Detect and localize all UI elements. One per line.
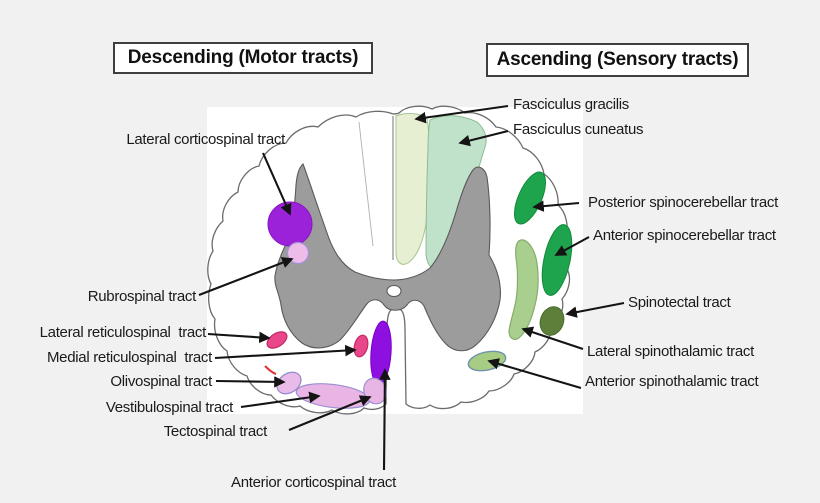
arrow-lateral-spinothalamic <box>521 326 584 350</box>
label-tectospinal-tract: Tectospinal tract <box>163 423 268 440</box>
label-lateral-reticulospinal-tract: Lateral reticulospinal tract <box>39 324 207 341</box>
gray-matter-region <box>274 163 501 352</box>
arrow-anterior-spinothalamic <box>487 358 582 390</box>
ascending-sensory-title: Ascending (Sensory tracts) <box>486 43 749 77</box>
label-anterior-spinocerebellar-tract: Anterior spinocerebellar tract <box>593 227 776 244</box>
arrow-fasciculus-gracilis <box>414 104 509 124</box>
label-anterior-corticospinal-tract: Anterior corticospinal tract <box>230 474 396 491</box>
arrow-vestibulospinal <box>240 391 321 409</box>
lateral-reticulospinal-tract-region <box>266 331 288 349</box>
arrow-lateral-corticospinal <box>262 152 292 216</box>
arrow-spinotectal <box>565 301 625 318</box>
label-vestibulospinal-tract: Vestibulospinal tract <box>105 399 233 416</box>
arrow-fasciculus-cuneatus <box>458 129 509 147</box>
lateral-spinothalamic-tract-region <box>508 239 539 341</box>
red-outline-segment <box>264 365 277 375</box>
descending-motor-title: Descending (Motor tracts) <box>113 42 373 74</box>
label-olivospinal-tract: Olivospinal tract <box>110 373 212 390</box>
posterior-intermediate-sulcus-line <box>358 121 374 247</box>
lateral-corticospinal-tract-region <box>267 201 313 247</box>
central-canal <box>386 284 402 298</box>
label-lateral-spinothalamic-tract: Lateral spinothalamic tract <box>587 343 754 360</box>
label-spinotectal-tract: Spinotectal tract <box>628 294 731 311</box>
arrow-rubrospinal <box>198 257 294 296</box>
arrow-posterior-spinocerebellar <box>532 200 580 212</box>
label-rubrospinal-tract: Rubrospinal tract <box>87 288 197 305</box>
arrow-lateral-reticulospinal <box>207 331 271 344</box>
arrow-anterior-spinocerebellar <box>554 236 590 256</box>
arrow-tectospinal <box>288 395 372 431</box>
label-medial-reticulospinal-tract: Medial reticulospinal tract <box>46 349 212 366</box>
arrow-anterior-corticospinal <box>379 368 391 471</box>
spinotectal-tract-region <box>539 306 565 336</box>
label-fasciculus-gracilis: Fasciculus gracilis <box>513 96 629 113</box>
arrow-medial-reticulospinal <box>214 344 357 360</box>
label-posterior-spinocerebellar-tract: Posterior spinocerebellar tract <box>588 194 778 211</box>
arrow-olivospinal <box>215 376 286 388</box>
label-anterior-spinothalamic-tract: Anterior spinothalamic tract <box>585 373 759 390</box>
label-lateral-corticospinal-tract: Lateral corticospinal tract <box>126 131 285 148</box>
label-fasciculus-cuneatus: Fasciculus cuneatus <box>513 121 644 138</box>
medial-reticulospinal-tract-region <box>353 334 369 358</box>
leader-arrows <box>198 104 625 471</box>
anterior-spinocerebellar-tract-region <box>541 224 573 296</box>
